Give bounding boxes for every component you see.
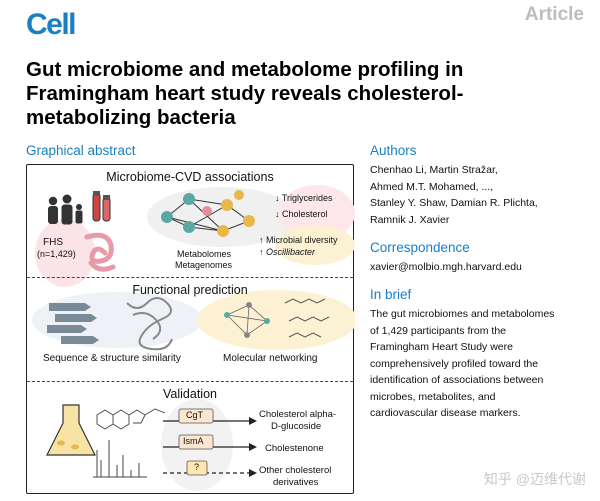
panel-3-title: Validation bbox=[163, 387, 217, 401]
panel-divider bbox=[27, 277, 353, 278]
graphical-abstract-heading: Graphical abstract bbox=[26, 143, 136, 158]
in-brief-line: of 1,429 participants from the bbox=[370, 324, 506, 337]
yellow-blob bbox=[197, 290, 355, 350]
authors-line: Ramnik J. Xavier bbox=[370, 213, 450, 226]
molecule-structures-icon bbox=[284, 298, 330, 338]
in-brief-line: The gut microbiomes and metabolomes bbox=[370, 308, 555, 320]
authors-line: Stanley Y. Shaw, Damian R. Plichta, bbox=[370, 197, 538, 209]
product-1-line2: D-glucoside bbox=[271, 421, 322, 432]
molecular-network-nodes bbox=[224, 302, 270, 338]
authors-section: Authors Chenhao Li, Martin Stražar, Ahme… bbox=[370, 143, 590, 228]
authors-line: Ahmed M.T. Mohamed, ..., bbox=[370, 180, 494, 193]
sequence-arrows-icon bbox=[47, 303, 99, 344]
panel-divider bbox=[27, 381, 353, 382]
enzyme-boxes bbox=[178, 408, 214, 476]
test-tubes-icon bbox=[92, 191, 111, 222]
gut-icon bbox=[84, 232, 116, 272]
authors-list: Chenhao Li, Martin Stražar, Ahmed M.T. M… bbox=[370, 162, 590, 228]
assoc-oscillibacter: ↑ Oscillibacter bbox=[259, 247, 316, 257]
network-label-metabolomes: Metabolomes bbox=[177, 249, 232, 259]
panel-2-title: Functional prediction bbox=[132, 283, 248, 297]
authors-line: Chenhao Li, Martin Stražar, bbox=[370, 164, 498, 176]
in-brief-heading: In brief bbox=[370, 287, 412, 302]
product-3-line2: derivatives bbox=[273, 477, 319, 488]
enzyme-cgt: CgT bbox=[186, 410, 204, 420]
flask-icon bbox=[46, 404, 96, 456]
product-1-line1: Cholesterol alpha- bbox=[259, 409, 337, 420]
chromatogram-icon bbox=[93, 440, 147, 478]
authors-heading: Authors bbox=[370, 143, 417, 158]
assoc-oscillibacter-text: Oscillibacter bbox=[266, 247, 316, 257]
article-type: Article bbox=[524, 4, 584, 25]
watermark: 知乎 @迈维代谢 bbox=[483, 471, 586, 487]
assoc-triglycerides-text: Triglycerides bbox=[281, 193, 333, 203]
family-icon bbox=[48, 194, 83, 225]
in-brief-line: identification of associations between bbox=[370, 374, 544, 386]
enzyme-unknown: ? bbox=[194, 462, 200, 472]
graphical-abstract-illustration bbox=[32, 185, 355, 491]
molecular-networking-label: Molecular networking bbox=[223, 353, 318, 364]
assoc-cholesterol: ↓ Cholesterol bbox=[275, 209, 328, 219]
article-title: Gut microbiome and metabolome profiling … bbox=[26, 58, 464, 129]
panel-1-title: Microbiome-CVD associations bbox=[106, 170, 274, 184]
in-brief-section: In brief The gut microbiomes and metabol… bbox=[370, 287, 590, 422]
assoc-diversity: ↑ Microbial diversity bbox=[259, 235, 338, 245]
graphical-abstract: Microbiome-CVD associations FHS (n=1,429… bbox=[26, 164, 355, 494]
assoc-diversity-text: Microbial diversity bbox=[266, 235, 338, 245]
correspondence-section: Correspondence xavier@molbio.mgh.harvard… bbox=[370, 240, 590, 276]
in-brief-line: microbes, metabolites, and bbox=[370, 390, 496, 403]
network-label-metagenomes: Metagenomes bbox=[175, 260, 233, 270]
sequence-structure-label: Sequence & structure similarity bbox=[43, 353, 181, 364]
in-brief-line: comprehensively profiled toward the bbox=[370, 357, 539, 370]
assoc-triglycerides: ↓ Triglycerides bbox=[275, 193, 333, 203]
in-brief-line: cardiovascular disease markers. bbox=[370, 407, 521, 419]
product-3-line1: Other cholesterol bbox=[259, 465, 332, 476]
yellow-blob bbox=[275, 225, 355, 265]
journal-logo: Cell bbox=[26, 8, 77, 41]
in-brief-text: The gut microbiomes and metabolomes of 1… bbox=[370, 306, 590, 422]
in-brief-line: Framingham Heart Study were bbox=[370, 341, 513, 353]
cohort-label: FHS bbox=[43, 237, 63, 248]
cohort-size: (n=1,429) bbox=[37, 249, 76, 259]
cholesterol-structure-icon bbox=[96, 408, 166, 430]
correspondence-email[interactable]: xavier@molbio.mgh.harvard.edu bbox=[370, 261, 522, 273]
protein-structure-icon bbox=[126, 297, 173, 351]
pink-blob bbox=[35, 219, 95, 287]
network-nodes bbox=[161, 190, 255, 237]
correspondence-heading: Correspondence bbox=[370, 240, 470, 255]
product-2: Cholestenone bbox=[265, 443, 324, 454]
assoc-cholesterol-text: Cholesterol bbox=[282, 209, 328, 219]
enzyme-isma: IsmA bbox=[183, 436, 204, 446]
